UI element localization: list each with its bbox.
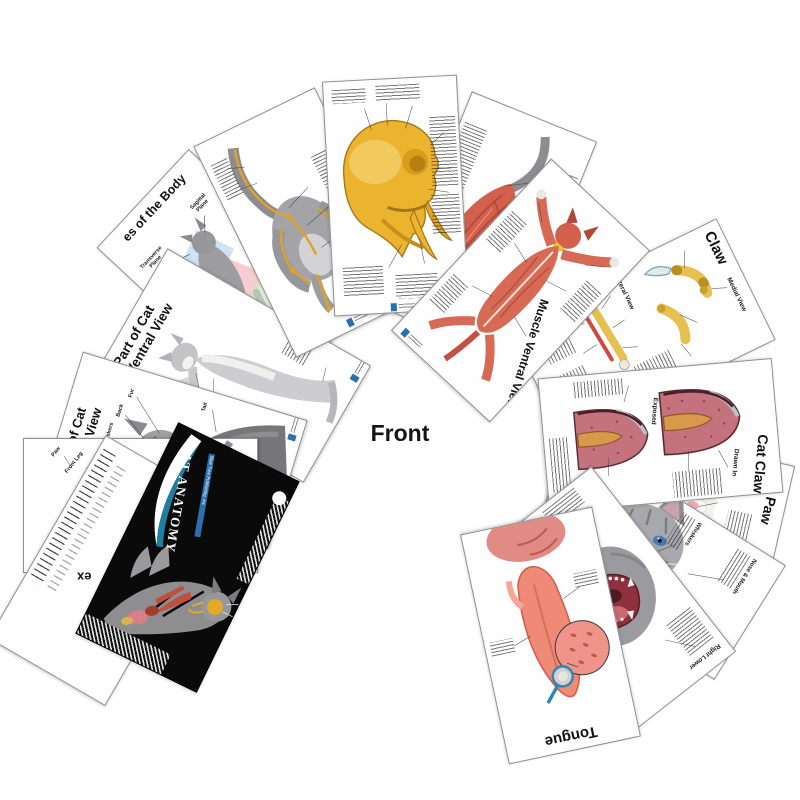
card-cover-cat-anatomy: CAT ANATOMY Blue Tree Publishing, Inc	[74, 421, 300, 693]
publisher-logo-mark	[390, 302, 397, 311]
skull-illustration	[342, 102, 453, 268]
card-muscle-ventral-view: Muscle Ventral View	[390, 158, 650, 422]
claw-cross-section-illustration	[572, 385, 740, 476]
card-tongue: Tongue	[459, 506, 641, 764]
front-side-label: Front	[370, 420, 430, 446]
cover-swoosh-and-cutaway-cat	[103, 433, 241, 634]
muscle-cat-ventral-illustration	[427, 188, 619, 382]
card-cat-claw-cross-sections: Cat Claw Drawn In Exposed	[537, 357, 783, 513]
card-cat-skull	[321, 74, 469, 316]
index-card-title: ex	[76, 568, 91, 584]
